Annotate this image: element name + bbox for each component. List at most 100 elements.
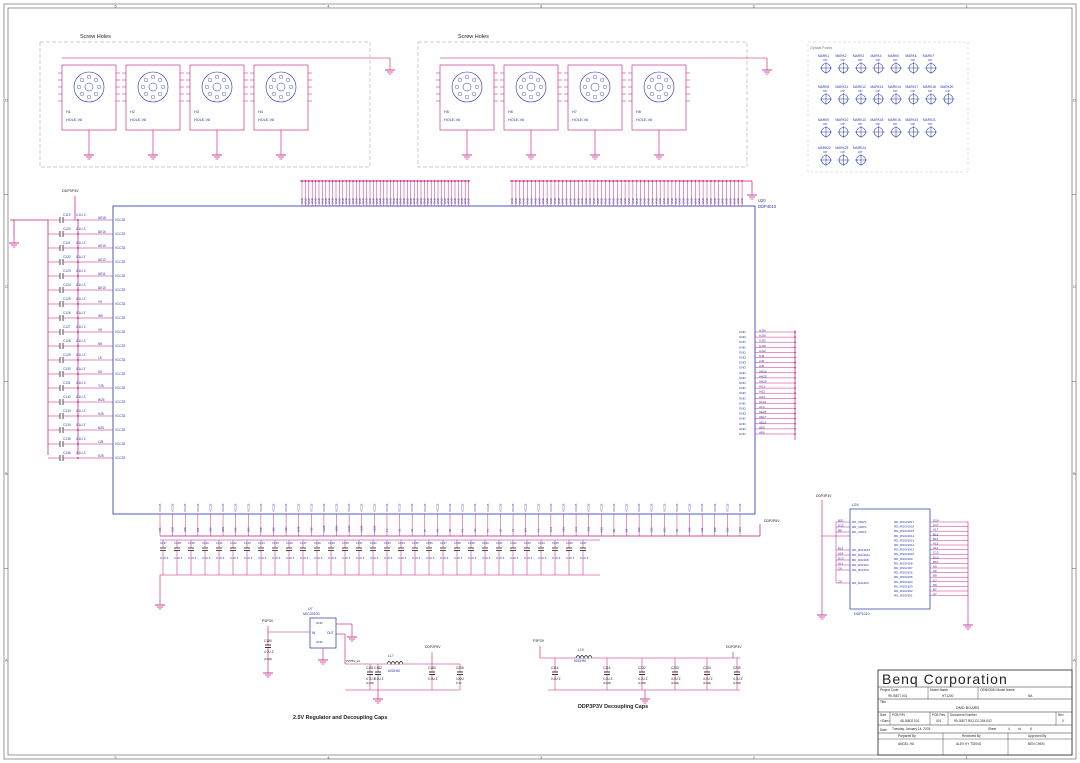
- u20-bottom-pin-name: VCC25: [183, 503, 187, 512]
- screw-holes-title: Screw Holes: [458, 34, 489, 40]
- col-number-bottom: 2: [753, 755, 756, 760]
- hole-value: HOLE-V6: [66, 118, 82, 122]
- u24-ball: D6: [933, 583, 937, 587]
- fiducial-tag: OP: [928, 89, 932, 93]
- doc-number: 99.J6877.R02-C0-304-002: [954, 719, 992, 723]
- u20-pin-name: VCC33: [115, 246, 126, 250]
- u20-bottom-ball: AA1: [549, 527, 553, 532]
- screw-hole-group-box: [39, 41, 371, 168]
- u20-bottom-pin-name: VCC25: [271, 503, 275, 512]
- cap-value: 0.1U Z: [76, 451, 86, 455]
- u24-ball: A7: [933, 592, 937, 596]
- cap-ref: C147: [300, 541, 307, 545]
- fiducial-tag: OP: [893, 89, 897, 93]
- junction-dot: [729, 180, 732, 182]
- u20-top-pin-name: GND: [569, 198, 573, 204]
- u20-right-ball: AJ18: [759, 344, 766, 348]
- cap-value: 0.1U Z: [551, 677, 561, 681]
- junction-dot: [358, 180, 361, 182]
- cap-value: 0.1U Z: [398, 556, 407, 560]
- date-label: Date: [880, 728, 887, 732]
- junction-dot: [372, 180, 375, 182]
- cap-value: 0.1U Z: [580, 556, 589, 560]
- u20-right-pin-name: GND: [739, 330, 747, 334]
- cap-value: 0.1U Z: [76, 213, 86, 217]
- junction-dot: [794, 417, 796, 420]
- cap-value: 0.1U Z: [160, 556, 169, 560]
- u20-power-net: DDP3P3V: [62, 189, 79, 193]
- u20-top-pin-name: GND: [604, 198, 608, 204]
- u24-part: DDP1010: [854, 612, 870, 616]
- u20-top-pin-name: GND: [412, 198, 416, 204]
- regulator-section: P3P3VC1804.7U Z(1206)U7MIC39100INOUTGNDG…: [262, 607, 464, 721]
- u20-right-pin-name: GND: [739, 381, 747, 385]
- date-value: Tuesday, January 14, 2003: [892, 727, 931, 731]
- u20-bottom-pin-name: VCC25: [423, 503, 427, 512]
- fiducial-tag: OP: [911, 89, 915, 93]
- u20-top-pin-name: GND: [405, 198, 409, 204]
- fiducial-tag: OP: [946, 89, 950, 93]
- u20-bottom-ball: E18: [713, 527, 717, 532]
- junction-dot: [440, 180, 443, 182]
- u20-pin-name: VCC33: [115, 260, 126, 264]
- junction-dot: [443, 180, 446, 182]
- reg-local-net: P2P5V_AL: [346, 659, 361, 663]
- u20-top-pin-name: GND: [561, 198, 565, 204]
- u20-pin-name: VCC33: [115, 288, 126, 292]
- cap-value: 0.1U Z: [188, 556, 197, 560]
- u20-bottom-pin-name: VCC25: [297, 503, 301, 512]
- u20-bottom-ball: R1: [473, 528, 477, 532]
- u20-top-pin-name: GND: [382, 198, 386, 204]
- sheet-title: DMD BOARD: [956, 706, 979, 710]
- u20-top-pin-name: GND: [337, 198, 341, 204]
- u20-bottom-pin-name: VCC25: [561, 503, 565, 512]
- row-letter-left: D: [5, 97, 8, 102]
- cap-value: 4.7U Z: [264, 650, 274, 654]
- junction-dot: [450, 180, 453, 182]
- junction-dot: [362, 180, 365, 182]
- junction-dot: [794, 361, 796, 364]
- u20-top-pin-name: GND: [334, 198, 338, 204]
- hole-ref: H5: [444, 110, 449, 114]
- u20-right-ball: AF10: [759, 400, 767, 404]
- fiducial-ref: MARK24: [853, 146, 866, 150]
- junction-dot: [678, 180, 681, 182]
- cap-ref: C134: [63, 423, 71, 427]
- cap-ref: C139: [188, 541, 195, 545]
- u24-pin-name: RD_RSGND3: [894, 584, 913, 588]
- u20-right-ball: AH25: [759, 374, 767, 378]
- inductor-value: 60OHM: [388, 669, 400, 673]
- u20-ball: V5: [98, 328, 102, 332]
- cap-value: 0.1U Z: [428, 677, 438, 681]
- ground-symbol: [654, 150, 664, 160]
- u20-top-pin-name: GND: [307, 198, 311, 204]
- u20-bottom-ball: H1: [410, 528, 414, 532]
- ground-symbol: [9, 238, 19, 248]
- u20-bottom-ball: AE1: [599, 527, 603, 532]
- ground-symbol: [747, 190, 757, 200]
- u20-bottom-pin-name: VCC25: [158, 503, 162, 512]
- u20-top-pin-name: GND: [371, 198, 375, 204]
- dec-caption: DDP3P3V Decoupling Caps: [578, 704, 648, 710]
- cap-value: 4.7U Z: [733, 677, 743, 681]
- u20-top-pin-name: GND: [549, 198, 553, 204]
- u20-top-pin-name: GND: [689, 198, 693, 204]
- junction-dot: [467, 180, 470, 182]
- cap-ref: C123: [63, 269, 71, 273]
- u20-bottom-pin-name: VCC25: [637, 503, 641, 512]
- u20-right-pin-name: GND: [739, 345, 747, 349]
